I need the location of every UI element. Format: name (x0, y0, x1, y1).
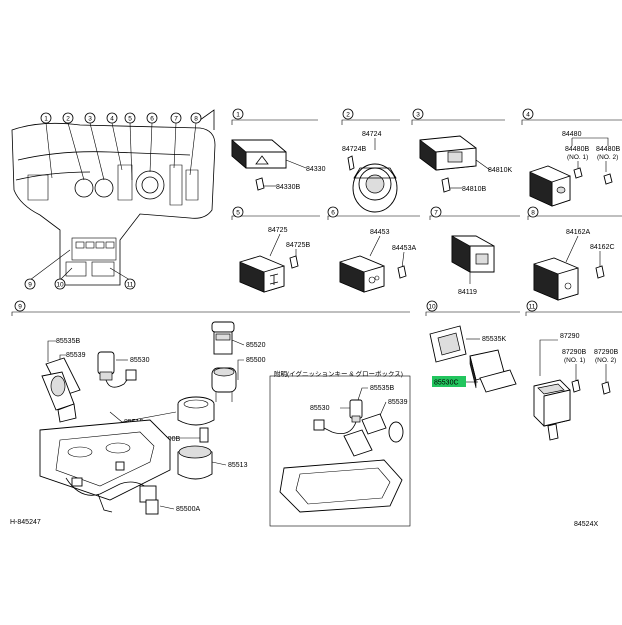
callout-11: 11 (127, 282, 134, 289)
section-11: 11 87290 87290B (NO. 1) 87290B (NO. 2) (525, 300, 622, 441)
section-4: 4 84480 84480B (NO. 1) 84480B (NO. 2) (521, 108, 622, 207)
callout-5: 5 (128, 116, 132, 123)
part-84724: 84724 (362, 131, 382, 138)
dashboard-overview: 1 2 3 4 5 6 7 8 9 10 11 (11, 109, 216, 290)
part-85520: 85520 (246, 342, 266, 349)
inset-part-85535B: 85535B (370, 385, 394, 392)
section-3: 3 84810K 84810B (411, 108, 512, 193)
callout-10: 10 (56, 282, 64, 289)
note-no1: (NO. 1) (567, 154, 588, 161)
part-85500: 85500 (246, 357, 266, 364)
inset-part-85530: 85530 (310, 405, 330, 412)
callout-1: 1 (44, 116, 48, 123)
part-84119: 84119 (458, 289, 477, 296)
inset-caption: 附明(イグニッションキー & グローボックス) (274, 369, 403, 378)
section-marker-5: 5 (236, 210, 240, 217)
part-84810B: 84810B (462, 186, 486, 193)
section-marker-10: 10 (428, 304, 436, 311)
footer-right-code: 84524X (574, 521, 598, 528)
part-84480: 84480 (562, 131, 582, 138)
dash-callouts: 1 2 3 4 5 6 7 8 9 10 11 (24, 112, 202, 290)
part-85535B: 85535B (56, 338, 80, 345)
note-no2: (NO. 2) (597, 154, 618, 161)
part-84480B-no2: 84480B (596, 146, 620, 153)
part-85539: 85539 (66, 352, 86, 359)
part-84162A: 84162A (566, 229, 590, 236)
callout-7: 7 (174, 116, 178, 123)
part-85530C: 85530C (434, 380, 459, 387)
section-marker-1: 1 (236, 112, 240, 119)
section-8: 8 84162A 84162C (527, 206, 622, 301)
callout-3: 3 (88, 116, 92, 123)
section-marker-9: 9 (18, 304, 22, 311)
part-84724B: 84724B (342, 146, 366, 153)
section-marker-11: 11 (529, 304, 536, 311)
part-84725B: 84725B (286, 242, 310, 249)
part-87290B-no1: 87290B (562, 349, 586, 356)
part-84480B-no1: 84480B (565, 146, 589, 153)
part-87290: 87290 (560, 333, 580, 340)
part-85530: 85530 (130, 357, 150, 364)
part-84725: 84725 (268, 227, 288, 234)
part-84330B: 84330B (276, 184, 300, 191)
part-84453: 84453 (370, 229, 390, 236)
callout-6: 6 (150, 116, 154, 123)
callout-9: 9 (28, 282, 32, 289)
part-85500A: 85500A (176, 506, 200, 513)
section-5: 5 84725 84725B (231, 206, 320, 293)
callout-4: 4 (110, 116, 114, 123)
part-84453A: 84453A (392, 245, 416, 252)
section-1: 1 84330 84330B (231, 108, 326, 191)
section-marker-7: 7 (434, 210, 438, 217)
section-marker-4: 4 (526, 112, 530, 119)
section-marker-8: 8 (531, 210, 535, 217)
part-85513: 85513 (228, 462, 248, 469)
section-9: 9 85535B 85539 85530 85520 85500 85515 8… (11, 300, 411, 527)
section-6: 6 84453 84453A (327, 206, 420, 293)
footer-left-code: H-845247 (10, 519, 41, 526)
section-marker-3: 3 (416, 112, 420, 119)
section-marker-6: 6 (331, 210, 335, 217)
part-84810K: 84810K (488, 167, 512, 174)
callout-8: 8 (194, 116, 198, 123)
section-10: 10 85535K 85530C (425, 300, 520, 393)
section-2: 2 84724 84724B (341, 108, 400, 213)
note11-no1: (NO. 1) (564, 357, 585, 364)
note11-no2: (NO. 2) (595, 357, 616, 364)
part-85535K: 85535K (482, 336, 506, 343)
part-84162C: 84162C (590, 244, 615, 251)
section-7: 7 84119 (429, 206, 520, 296)
callout-2: 2 (66, 116, 70, 123)
part-84330: 84330 (306, 166, 326, 173)
highlight-box (432, 376, 466, 387)
inset-part-85539: 85539 (388, 399, 408, 406)
part-87290B-no2: 87290B (594, 349, 618, 356)
section-marker-2: 2 (346, 112, 350, 119)
